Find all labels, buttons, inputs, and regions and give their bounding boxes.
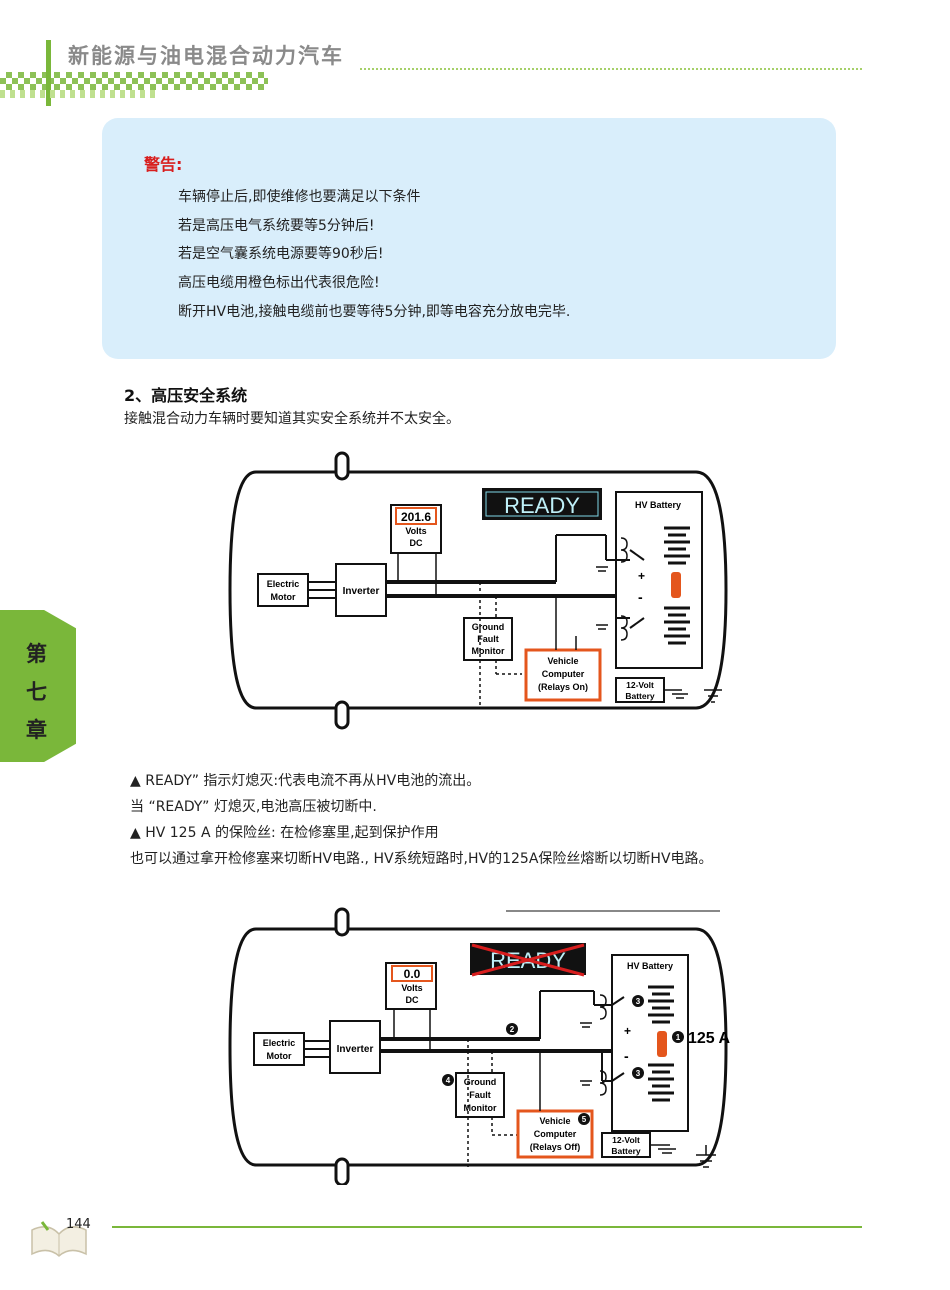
marker-3: 3 — [636, 997, 641, 1006]
book-title: 新能源与油电混合动力汽车 — [68, 44, 344, 68]
dc-label: DC — [410, 538, 423, 548]
section-title: 2、高压安全系统 — [124, 386, 248, 405]
marker-4: 4 — [446, 1076, 451, 1085]
vehicle-computer-label: Vehicle — [547, 656, 578, 666]
voltmeter-reading: 0.0 — [404, 967, 421, 981]
ready-indicator: READY — [504, 493, 580, 518]
battery12-label: Battery — [611, 1146, 641, 1156]
warning-line: 车辆停止后,即使维修也要满足以下条件 — [178, 189, 421, 205]
warning-line: 若是空气囊系统电源要等90秒后! — [178, 246, 384, 262]
section-subtitle: 接触混合动力车辆时要知道其实安全系统并不太安全。 — [124, 411, 460, 427]
gfm-label: Monitor — [472, 646, 505, 656]
note-line: 当 “READY” 灯熄灭,电池高压被切断中. — [130, 799, 377, 815]
hv-circuit-diagram-ready-off: Electric Motor Inverter 0.0 Volts DC REA… — [228, 907, 731, 1185]
note-line: ▲ HV 125 A 的保险丝: 在检修塞里,起到保护作用 — [130, 825, 439, 841]
fuse-rating: 125 A — [688, 1030, 731, 1047]
motor-label: Motor — [271, 592, 296, 602]
marker-1: 1 — [676, 1033, 681, 1042]
marker-2: 2 — [510, 1025, 515, 1034]
warning-line: 断开HV电池,接触电缆前也要等待5分钟,即等电容充分放电完毕. — [178, 304, 571, 320]
volts-label: Volts — [401, 983, 422, 993]
gfm-label: Fault — [477, 634, 499, 644]
warning-box — [102, 118, 836, 359]
minus-sign: - — [624, 1048, 629, 1064]
battery12-label: 12-Volt — [612, 1135, 640, 1145]
dc-label: DC — [406, 995, 419, 1005]
hv-battery-label: HV Battery — [635, 500, 681, 510]
volts-label: Volts — [405, 526, 426, 536]
footer-line — [112, 1226, 862, 1228]
chapter-tab — [0, 610, 76, 762]
marker-5: 5 — [582, 1115, 587, 1124]
header-dotted-line — [360, 68, 862, 70]
chapter-char: 第 — [26, 642, 47, 666]
chapter-char: 章 — [26, 718, 47, 742]
vehicle-computer-label: Vehicle — [539, 1116, 570, 1126]
motor-label: Electric — [267, 579, 300, 589]
vehicle-computer-label: Computer — [534, 1129, 577, 1139]
open-book-icon — [31, 1221, 87, 1258]
gfm-label: Fault — [469, 1090, 491, 1100]
note-line: ▲ READY” 指示灯熄灭:代表电流不再从HV电池的流出。 — [130, 773, 481, 789]
inverter-label: Inverter — [337, 1044, 374, 1055]
gfm-label: Ground — [472, 622, 505, 632]
motor-label: Electric — [263, 1038, 296, 1048]
header-checker-strip — [0, 90, 160, 98]
plus-sign: + — [638, 569, 645, 583]
gfm-label: Monitor — [464, 1103, 497, 1113]
vehicle-computer-label: (Relays Off) — [530, 1142, 581, 1152]
note-line: 也可以通过拿开检修塞来切断HV电路., HV系统短路时,HV的125A保险丝熔断… — [130, 851, 713, 867]
warning-title: 警告: — [144, 155, 183, 174]
battery12-label: Battery — [625, 691, 655, 701]
chapter-char: 七 — [26, 680, 47, 704]
plus-sign: + — [624, 1024, 631, 1038]
motor-label: Motor — [267, 1051, 292, 1061]
warning-line: 若是高压电气系统要等5分钟后! — [178, 218, 375, 234]
inverter-label: Inverter — [343, 586, 380, 597]
marker-3: 3 — [636, 1069, 641, 1078]
minus-sign: - — [638, 589, 643, 605]
warning-line: 高压电缆用橙色标出代表很危险! — [178, 275, 380, 291]
header-checker-pattern — [0, 72, 268, 90]
battery12-label: 12-Volt — [626, 680, 654, 690]
gfm-label: Ground — [464, 1077, 497, 1087]
vehicle-computer-label: Computer — [542, 669, 585, 679]
page-number: 144 — [66, 1217, 91, 1232]
vehicle-computer-label: (Relays On) — [538, 682, 588, 692]
hv-circuit-diagram-ready-on: Electric Motor Inverter 201.6 Volts DC R… — [228, 451, 728, 730]
voltmeter-reading: 201.6 — [401, 510, 431, 524]
hv-battery-label: HV Battery — [627, 961, 673, 971]
